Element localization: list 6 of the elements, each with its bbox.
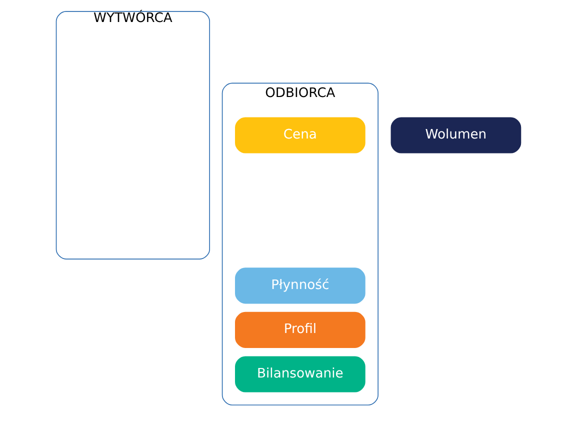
node-box: Bilansowanie bbox=[234, 356, 365, 392]
node-box: Płynność bbox=[234, 268, 365, 304]
node-box: Wolumen bbox=[390, 117, 521, 154]
node-box: Cena bbox=[234, 117, 365, 154]
node-box: Profil bbox=[234, 312, 365, 348]
node-box: WYTWÓRCA bbox=[55, 11, 210, 260]
